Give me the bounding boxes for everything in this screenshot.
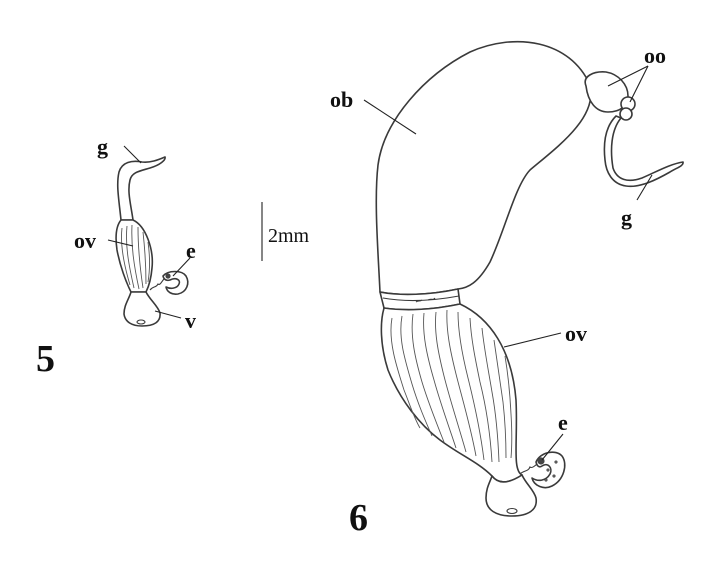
fig5-ovary-striae	[121, 224, 150, 290]
fig6-leader-oo-b	[629, 65, 649, 103]
figure-6-drawing	[375, 40, 684, 517]
figure-5-drawing	[115, 156, 189, 327]
fig6-label-oo: oo	[644, 43, 666, 68]
fig6-leader-oo-a	[607, 65, 649, 87]
fig6-leader-ob	[363, 99, 417, 135]
fig6-leader-ov	[503, 332, 562, 348]
fig6-label-ov: ov	[565, 321, 587, 346]
scale-bar-label: 2mm	[268, 225, 310, 247]
fig5-label-e: e	[186, 238, 196, 263]
fig6-ovarian-body	[375, 40, 592, 296]
fig6-label-ob: ob	[330, 87, 353, 112]
fig5-leader-ov	[107, 239, 134, 247]
fig6-leader-g	[636, 174, 653, 201]
fig6-label-g: g	[621, 205, 632, 230]
fig5-leader-v	[154, 310, 182, 319]
fig6-ovary-striae	[390, 309, 513, 463]
figure-number-6: 6	[349, 497, 368, 539]
fig5-vagina	[123, 291, 161, 327]
fig5-leader-g	[123, 145, 142, 164]
fig6-collar-ring	[382, 295, 460, 302]
fig6-oviduct-bulb-small	[619, 107, 633, 121]
fig6-ovary	[380, 303, 523, 483]
fig5-egg-duct	[149, 278, 165, 291]
fig5-label-g: g	[97, 134, 108, 159]
fig6-label-e: e	[558, 410, 568, 435]
fig6-leader-e	[541, 433, 564, 461]
fig6-gonad-duct	[603, 115, 684, 188]
fig5-label-ov: ov	[74, 228, 96, 253]
fig6-egg-duct	[519, 462, 539, 475]
figure-number-5: 5	[36, 338, 55, 380]
fig6-vagina	[485, 474, 537, 517]
fig5-gonad	[116, 156, 166, 221]
fig5-leader-e	[172, 257, 191, 277]
fig6-egg-texture	[544, 460, 558, 482]
fig6-egg	[531, 451, 566, 489]
fig6-collar-marks	[415, 297, 436, 303]
fig5-label-v: v	[185, 308, 196, 333]
